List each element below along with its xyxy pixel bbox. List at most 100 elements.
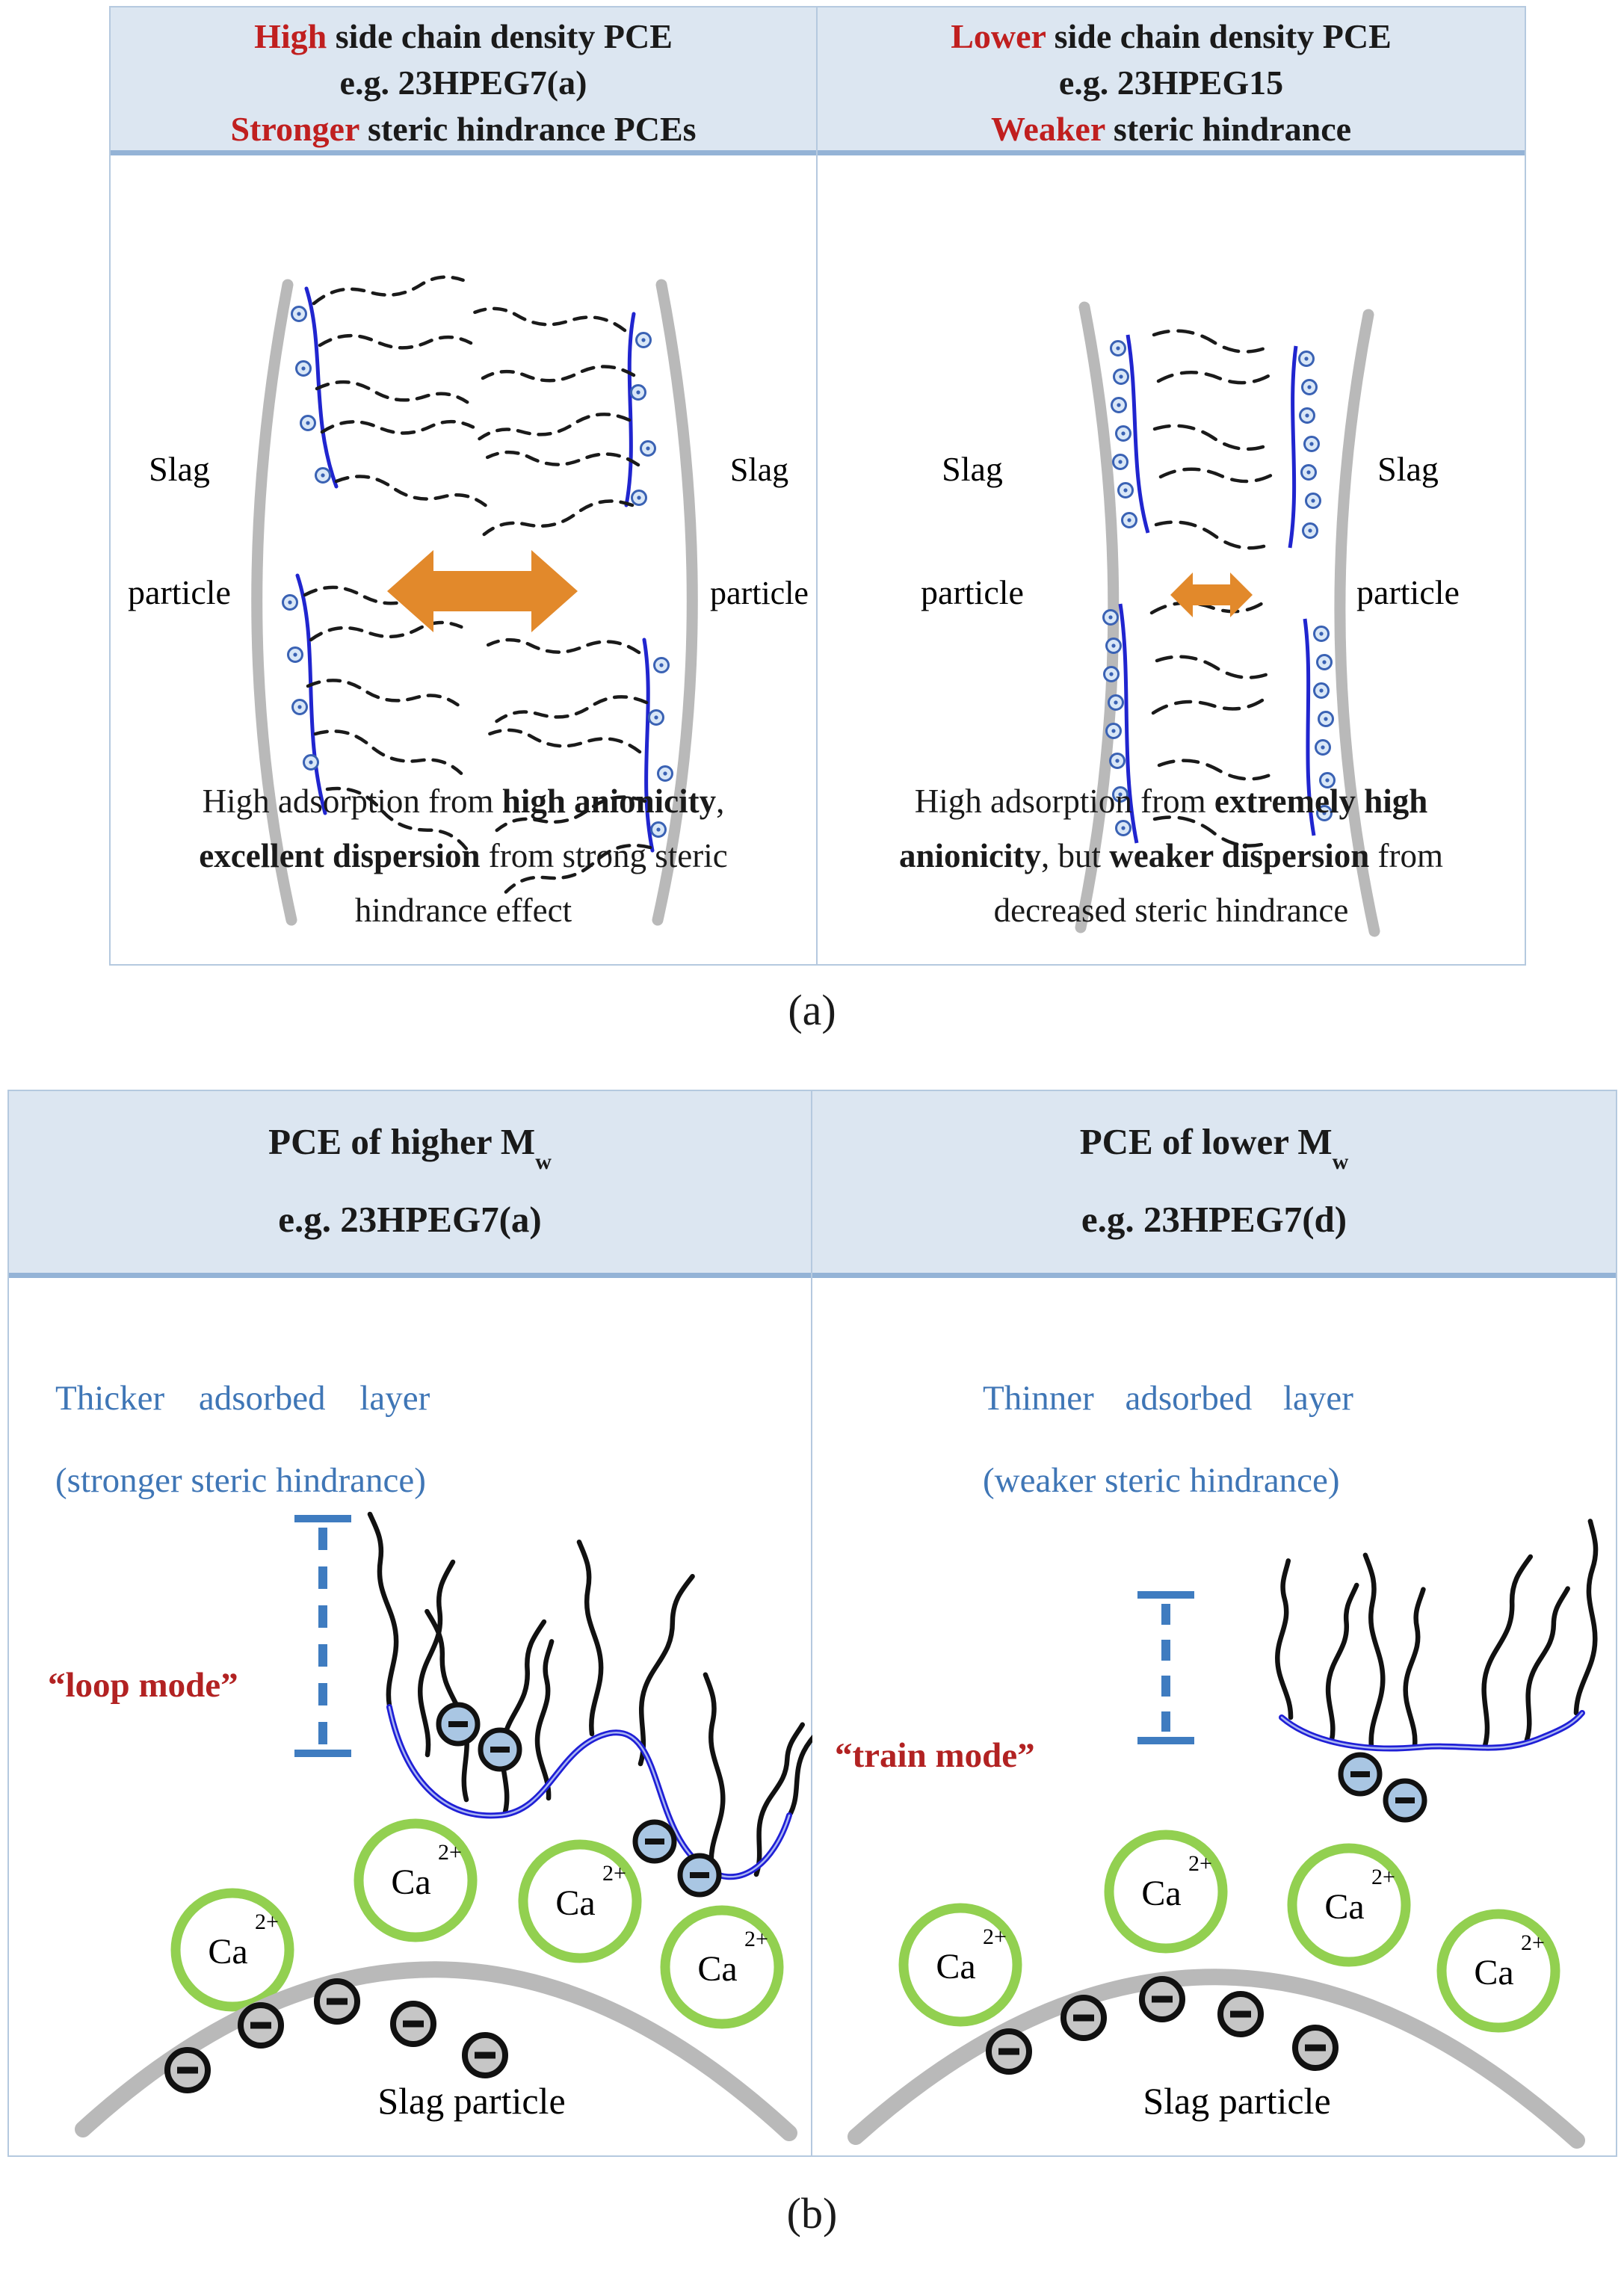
- header-text: steric hindrance PCEs: [359, 110, 697, 148]
- calcium-ion-icon: Ca 2+: [359, 1824, 472, 1937]
- caption-b: (b): [786, 2189, 838, 2238]
- slag-label: particle: [128, 573, 231, 611]
- anionic-group-icon: [300, 415, 316, 431]
- note-text: , but: [1041, 836, 1110, 874]
- calcium-ion-icon: Ca 2+: [904, 1908, 1017, 2022]
- note-text: from strong steric hindrance effect: [354, 836, 728, 929]
- note-bold: weaker dispersion: [1109, 836, 1370, 874]
- anionic-group-icon: [635, 332, 652, 348]
- anionic-group-icon: [631, 490, 647, 506]
- surface-charge-icon: [393, 2004, 433, 2044]
- calcium-ion-icon: Ca 2+: [1109, 1835, 1223, 1948]
- mode-label: “train mode”: [835, 1736, 1035, 1775]
- anionic-group-icon: [653, 657, 670, 673]
- surface-charge-icon: [1220, 1994, 1261, 2034]
- panel-b-right-column: PCE of lower Mw e.g. 23HPEG7(d): [812, 1091, 1616, 2155]
- header-highlight: Weaker: [990, 110, 1105, 148]
- ca-label: Ca: [1324, 1887, 1364, 1927]
- negative-charge-icon: [439, 1705, 478, 1744]
- pce-comb-icon: [473, 306, 656, 537]
- side-chains-icon: [473, 306, 640, 537]
- slag-label: particle: [710, 575, 809, 611]
- anionic-group-icon: [303, 754, 319, 771]
- panel-a-left-body: Slag particle Slag particle: [111, 155, 816, 959]
- ca-charge-label: 2+: [1371, 1865, 1395, 1889]
- slag-label: Slag: [942, 450, 1003, 488]
- surface-charge-icon: [241, 2005, 281, 2046]
- ca-label: Ca: [1474, 1953, 1513, 1992]
- side-chains-icon: [312, 275, 487, 507]
- pce-backbone-dense-icon: [1110, 334, 1150, 534]
- anionic-group-icon: [291, 306, 307, 322]
- pce-backbone-loop-icon: [386, 1704, 792, 1880]
- pce-backbone-train-icon: [1279, 1710, 1585, 1752]
- panel-a-left-column: High side chain density PCE e.g. 23HPEG7…: [111, 7, 818, 964]
- anionic-group-icon: [291, 699, 308, 715]
- anionic-group-icon: [630, 384, 646, 401]
- pce-backbone-dense-icon: [1288, 345, 1321, 549]
- slag-surface-icon: [847, 1969, 1585, 2149]
- ca-label: Ca: [697, 1949, 737, 1989]
- negative-charge-icon: [635, 1822, 674, 1861]
- negative-charge-icon: [481, 1730, 519, 1769]
- ca-charge-label: 2+: [744, 1927, 768, 1951]
- layer-text: Thicker adsorbed layer: [55, 1379, 430, 1418]
- mode-label: “loop mode”: [48, 1666, 238, 1705]
- side-chains-icon: [486, 638, 652, 894]
- panel-a-right-column: Lower side chain density PCE e.g. 23HPEG…: [818, 7, 1525, 964]
- ca-label: Ca: [208, 1932, 247, 1972]
- anionic-group-icon: [295, 360, 312, 377]
- header-line: Weaker steric hindrance: [818, 106, 1525, 152]
- panel-b-right-body: Ca 2+ Ca 2+ Ca 2+: [812, 1278, 1616, 2153]
- hindrance-text: (stronger steric hindrance): [55, 1461, 426, 1500]
- slag-surface-left-icon: [251, 279, 297, 926]
- panel-a-left-header: High side chain density PCE e.g. 23HPEG7…: [111, 7, 816, 155]
- header-line: e.g. 23HPEG7(a): [339, 64, 587, 102]
- header-line: PCE of higher Mw: [9, 1120, 811, 1175]
- surface-charge-icon: [167, 2050, 208, 2090]
- side-chains-icon: [1149, 329, 1278, 848]
- side-chains-icon: [1275, 1519, 1599, 1750]
- anionic-group-icon: [282, 594, 298, 611]
- note-bold: excellent dispersion: [199, 836, 481, 874]
- header-line: PCE of lower Mw: [812, 1120, 1616, 1175]
- header-text: PCE of higher M: [268, 1120, 536, 1162]
- calcium-ion-icon: Ca 2+: [523, 1844, 637, 1958]
- surface-charge-icon: [989, 2031, 1029, 2072]
- repulsion-arrow-icon: [387, 550, 578, 632]
- slag-label: particle: [921, 573, 1024, 611]
- ca-charge-label: 2+: [983, 1924, 1007, 1949]
- ca-charge-label: 2+: [1188, 1851, 1212, 1876]
- slag-label: Slag particle: [377, 2080, 565, 2122]
- header-highlight: High: [254, 17, 327, 55]
- layer-text: Thinner adsorbed layer: [983, 1379, 1353, 1418]
- ca-charge-label: 2+: [255, 1910, 279, 1934]
- panel-a-table: High side chain density PCE e.g. 23HPEG7…: [109, 6, 1526, 966]
- slag-label: Slag: [1377, 450, 1439, 488]
- panel-b-table: PCE of higher Mw e.g. 23HPEG7(a): [7, 1090, 1617, 2157]
- pce-backbone-dense-icon: [1102, 603, 1139, 844]
- ca-label: Ca: [936, 1947, 975, 1986]
- ca-charge-label: 2+: [1521, 1930, 1545, 1955]
- panel-a-right-body: Slag particle Slag particle: [818, 155, 1525, 959]
- panel-b-left-body: Ca 2+ Ca 2+ Ca 2+: [9, 1278, 812, 2153]
- slag-surface-right-icon: [1334, 309, 1380, 937]
- anionic-group-icon: [287, 646, 303, 663]
- anionic-group-icon: [315, 467, 331, 484]
- note-text: ,: [716, 782, 725, 820]
- dispersion-narrow-diagram: Slag particle Slag particle: [921, 301, 1460, 937]
- surface-charge-icon: [1295, 2028, 1336, 2068]
- panel-b-left-header: PCE of higher Mw e.g. 23HPEG7(a): [9, 1091, 811, 1278]
- header-line: e.g. 23HPEG7(d): [1081, 1199, 1347, 1241]
- layer-thickness-ruler-icon: [294, 1515, 351, 1757]
- note-a-left: High adsorption from high anionicity, ex…: [139, 774, 788, 938]
- surface-charge-icon: [1142, 1979, 1182, 2019]
- note-a-right: High adsorption from extremely high anio…: [846, 774, 1496, 938]
- header-subscript: w: [535, 1149, 552, 1175]
- header-highlight: Lower: [951, 17, 1046, 55]
- note-text: from decreased steric hindrance: [993, 836, 1443, 929]
- negative-charge-icon: [680, 1856, 719, 1895]
- loop-mode-diagram: Ca 2+ Ca 2+ Ca 2+: [75, 1511, 812, 2141]
- side-chains-icon: [367, 1511, 812, 1877]
